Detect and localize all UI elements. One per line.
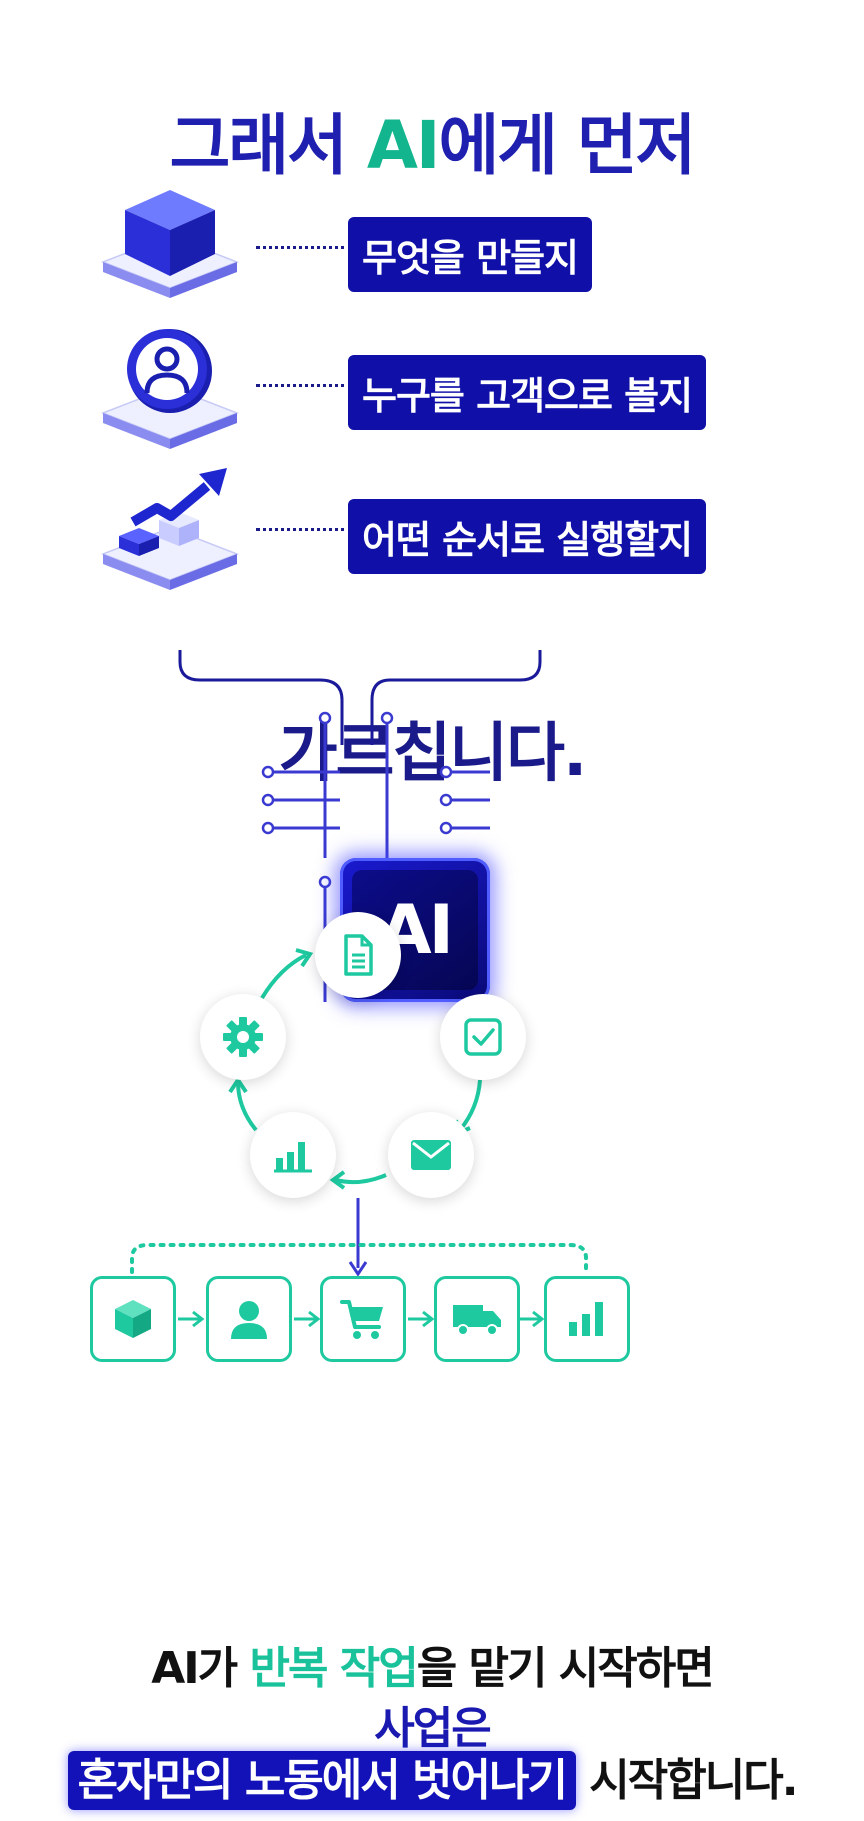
growth-steps-icon (100, 468, 240, 590)
flow-step-delivery (434, 1276, 520, 1362)
closing-line-1: AI가 반복 작업을 맡기 시작하면 (0, 1632, 864, 1696)
closing-line-1-b: 을 맡기 시작하면 (416, 1643, 715, 1694)
flow-step-product (90, 1276, 176, 1362)
row-label-who: 누구를 고객으로 볼지 (348, 355, 707, 430)
person-icon (100, 329, 240, 449)
title-part2: 에게 먼저 (438, 107, 696, 184)
checkbox-icon (464, 1018, 502, 1056)
cycle-node-mail (388, 1112, 474, 1198)
closing-line-3: 혼자만의 노동에서 벗어나기 시작합니다. (0, 1744, 864, 1810)
title-part1: 그래서 (169, 107, 367, 184)
row-label-how: 어떤 순서로 실행할지 (348, 499, 707, 574)
mail-icon (411, 1140, 451, 1170)
row-connector (256, 528, 352, 531)
cycle-node-chart (250, 1112, 336, 1198)
box-icon (115, 1300, 151, 1338)
closing-line-1-a: AI가 (151, 1643, 250, 1694)
cycle-node-gear (200, 994, 286, 1080)
closing-line-2: 사업은 (374, 1703, 491, 1754)
title-accent: AI (366, 107, 441, 184)
page-title: 그래서 AI에게 먼저 (0, 92, 864, 188)
bar-chart-icon (569, 1302, 603, 1336)
row-connector (256, 384, 352, 387)
user-icon (231, 1301, 267, 1339)
teach-heading: 가르칩니다. (278, 717, 588, 791)
cart-icon (340, 1300, 383, 1339)
flow-step-growth (544, 1276, 630, 1362)
cycle-node-document (315, 912, 401, 998)
closing-highlight: 반복 작업 (249, 1643, 418, 1694)
flow-step-customer (206, 1276, 292, 1362)
document-icon (344, 934, 373, 976)
cube-icon (100, 190, 240, 298)
closing-line-3-rest: 시작합니다. (575, 1755, 798, 1806)
cycle-node-check (440, 994, 526, 1080)
flow-step-purchase (320, 1276, 406, 1362)
row-label-what: 무엇을 만들지 (348, 217, 592, 292)
gear-icon (223, 1017, 263, 1057)
truck-icon (453, 1305, 501, 1336)
row-connector (256, 246, 352, 249)
bar-chart-icon (274, 1142, 312, 1173)
closing-pill: 혼자만의 노동에서 벗어나기 (67, 1751, 576, 1810)
